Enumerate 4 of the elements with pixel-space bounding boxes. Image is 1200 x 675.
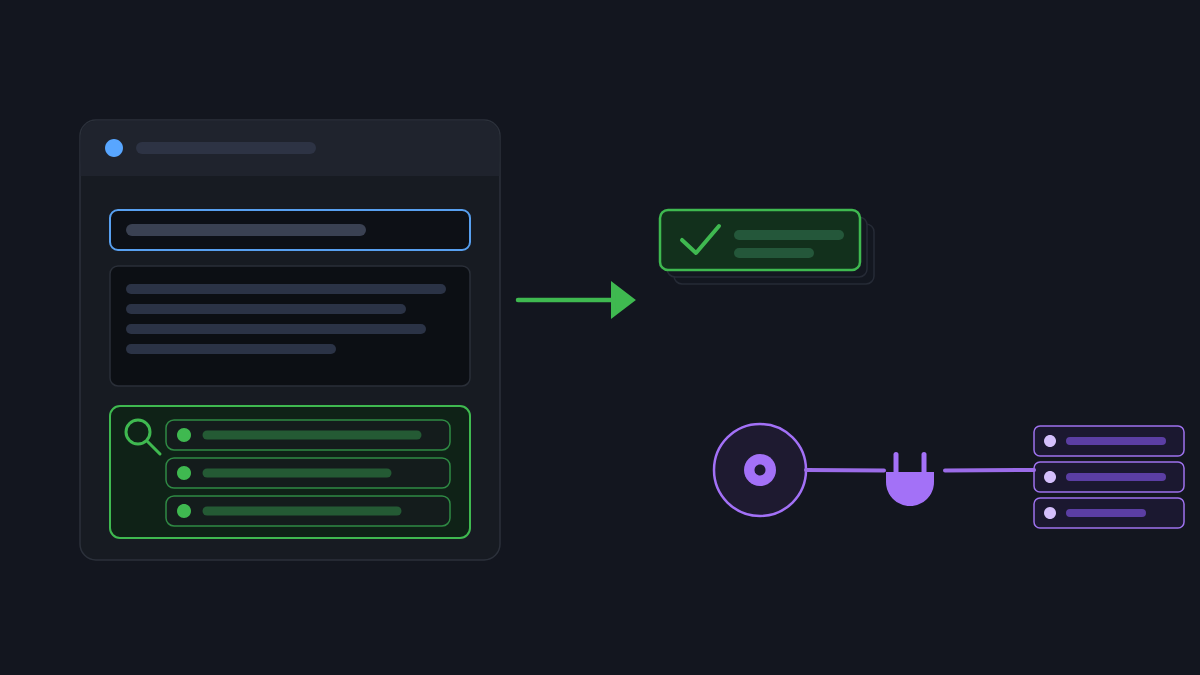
plug-icon [886, 452, 934, 506]
connector-line [804, 468, 886, 473]
disc [712, 422, 808, 518]
connector-line [943, 468, 1036, 473]
